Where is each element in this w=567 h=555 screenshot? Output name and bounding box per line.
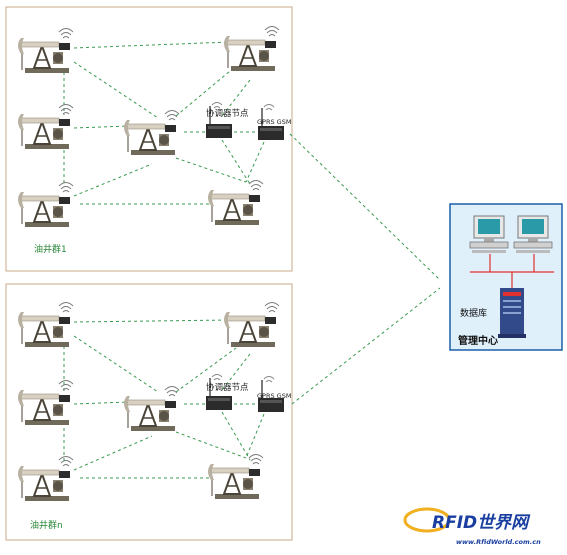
computer-icon [469, 215, 509, 254]
cluster-frame-n [5, 283, 293, 541]
oil-pump-icon [17, 103, 74, 150]
oil-pump-icon [123, 385, 180, 432]
computer-icon [513, 215, 553, 254]
cluster-n-gateway-label: GPRS GSM [257, 392, 291, 400]
logo-brand: RFID世界网 [432, 513, 531, 533]
logo-swoosh [403, 507, 451, 533]
oil-pump-icon [17, 455, 74, 502]
cluster-1-links [63, 41, 441, 281]
cluster-1-label: 油井群1 [34, 243, 67, 255]
oil-pump-icon [17, 379, 74, 426]
cluster-n-label: 油井群n [30, 519, 63, 531]
oil-pump-icon [123, 109, 180, 156]
cluster-1-pumps [17, 25, 280, 228]
rfidworld-logo: RFID世界网 www.RfidWorld.com.cn [403, 507, 541, 546]
oil-pump-icon [17, 27, 74, 74]
oil-pump-icon [223, 301, 280, 348]
cluster-1-gateway-label: GPRS GSM [257, 118, 291, 126]
coordinator-node-icon [205, 101, 233, 139]
database-label: 数据库 [460, 307, 487, 319]
cluster-1-coordinator-label: 协调器节点 [206, 108, 249, 119]
cluster-n-coordinator-label: 协调器节点 [206, 382, 249, 393]
oil-pump-icon [207, 453, 264, 500]
cluster-n-links [63, 287, 441, 479]
cluster-n-pumps [17, 301, 280, 502]
logo-url: www.RfidWorld.com.cn [456, 538, 541, 546]
oil-pump-icon [17, 181, 74, 228]
oil-pump-icon [207, 179, 264, 226]
management-center: 数据库 管理中心 [449, 203, 563, 351]
oil-pump-icon [17, 301, 74, 348]
database-server-icon [498, 288, 526, 338]
network-bus [470, 254, 554, 288]
management-center-title: 管理中心 [458, 334, 498, 347]
oil-pump-icon [223, 25, 280, 72]
cluster-frame-1 [5, 6, 293, 272]
